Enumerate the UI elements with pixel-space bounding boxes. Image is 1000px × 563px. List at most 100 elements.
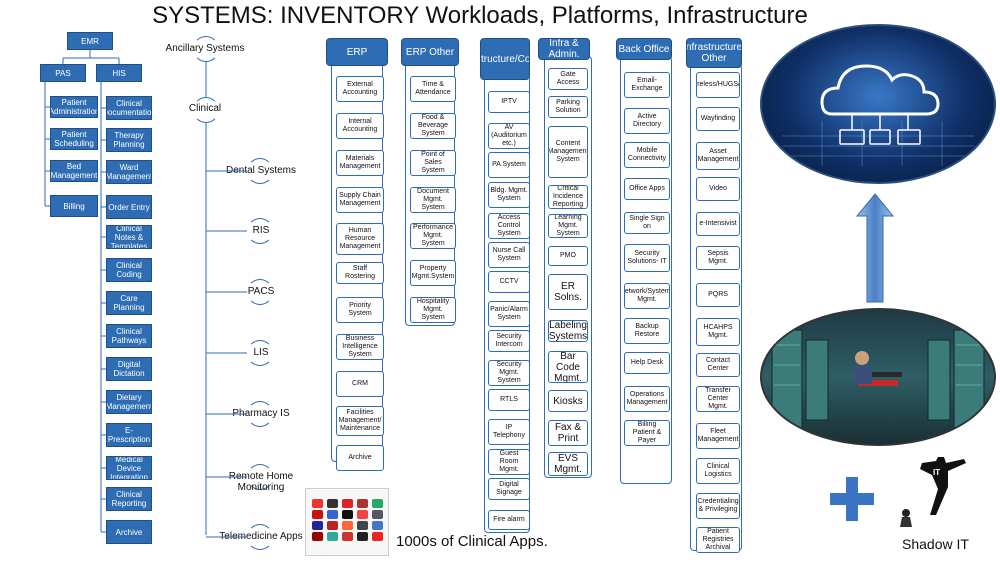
system-item-infra_admin: Learning Mgmt. System — [548, 214, 588, 238]
system-item-infra_other: Clinical Logistics — [696, 458, 740, 484]
his-item: Therapy Planning — [106, 128, 152, 152]
system-item-erp: Priority System — [336, 297, 384, 323]
system-item-back_office: Email-Exchange — [624, 72, 670, 98]
system-item-infra_comm: CCTV — [488, 271, 530, 293]
clinical-system-item: Pharmacy IS — [232, 408, 290, 419]
system-item-infra_comm: Digital Signage — [488, 478, 530, 500]
system-item-infra_comm: AV (Auditorium etc.) — [488, 123, 530, 149]
system-item-back_office: Network/Systems Mgmt. — [624, 283, 670, 309]
pas-item: Patient Scheduling — [50, 128, 98, 150]
emr-root: EMR — [67, 32, 113, 50]
system-item-infra_admin: ER Solns. — [548, 274, 588, 310]
system-item-erp_other: Performance Mgmt. System — [410, 223, 456, 249]
pas-item: Billing — [50, 195, 98, 217]
server-room-photo — [760, 308, 996, 446]
column-header-infra_admin: Infra & Admin. — [538, 38, 590, 60]
app-grid-thumbnail — [305, 488, 389, 556]
apps-caption: 1000s of Clinical Apps. — [396, 533, 548, 550]
system-item-infra_other: Credentialing & Privileging — [696, 493, 740, 519]
page-title: SYSTEMS: INVENTORY Workloads, Platforms,… — [152, 2, 808, 29]
his-item: Clinical Reporting — [106, 487, 152, 511]
his-item: Clinical Notes & Templates — [106, 225, 152, 249]
his-item: Ward Management — [106, 160, 152, 184]
his-item: Digital Dictation — [106, 357, 152, 381]
app-icon — [372, 532, 383, 541]
system-item-back_office: Billing Patient & Payer — [624, 420, 670, 446]
system-item-erp: Internal Accounting — [336, 113, 384, 139]
system-item-infra_admin: Bar Code Mgmt. — [548, 351, 588, 383]
clinical-item-arc — [247, 218, 273, 244]
system-item-infra_other: Sepsis Mgmt. — [696, 246, 740, 270]
app-icon — [327, 499, 338, 508]
system-item-infra_other: HCAHPS Mgmt. — [696, 318, 740, 346]
column-header-infra_comm: Infrastructure/Comm's — [480, 38, 530, 80]
his-item: Clinical Documentation — [106, 96, 152, 120]
system-item-erp: Facilities Management/ Maintenance — [336, 406, 384, 436]
system-item-erp: External Accounting — [336, 76, 384, 102]
system-item-infra_comm: Access Control System — [488, 213, 530, 239]
system-item-back_office: Active Directory — [624, 108, 670, 134]
app-icon — [327, 532, 338, 541]
system-item-back_office: Office Apps — [624, 178, 670, 200]
shadow-it-figure-icon: IT — [892, 453, 974, 533]
app-icon — [327, 521, 338, 530]
system-item-infra_other: Transfer Center Mgmt. — [696, 386, 740, 412]
system-item-erp: Staff Rostering — [336, 262, 384, 284]
column-header-infra_other: Infrastructure/ Other — [686, 38, 742, 68]
app-icon — [342, 510, 353, 519]
app-icon — [312, 521, 323, 530]
his-item: Dietary Management — [106, 390, 152, 414]
app-icon — [357, 521, 368, 530]
system-item-infra_comm: Nurse Call System — [488, 242, 530, 268]
his-item: Care Planning — [106, 291, 152, 315]
clinical-system-item: Telemedicine Apps — [219, 531, 303, 542]
his-item: Archive — [106, 520, 152, 544]
system-item-infra_admin: Labeling Systems — [548, 320, 588, 342]
his-node: HIS — [96, 64, 142, 82]
clinical-item-arc — [247, 464, 273, 490]
his-item: Clinical Pathways — [106, 324, 152, 348]
system-item-infra_other: Video — [696, 177, 740, 201]
system-item-infra_comm: RTLS — [488, 389, 530, 411]
system-item-infra_other: Asset Management — [696, 142, 740, 170]
cloud-datacenter-icon — [760, 24, 996, 184]
app-icon — [357, 532, 368, 541]
system-item-infra_comm: Security Mgmt. System — [488, 360, 530, 386]
system-item-infra_comm: Guest Room Mgmt. — [488, 449, 530, 475]
system-item-erp: Supply Chain Management — [336, 187, 384, 213]
clinical-system-item: Remote Home Monitoring — [228, 471, 294, 493]
clinical-system-item: RIS — [252, 225, 270, 236]
system-item-infra_other: e-Intensivist — [696, 212, 740, 236]
his-item: Order Entry — [106, 195, 152, 219]
ancillary-node-arc — [193, 36, 219, 62]
column-header-erp_other: ERP Other — [401, 38, 459, 66]
system-item-infra_comm: Panic/Alarm System — [488, 301, 530, 327]
clinical-system-item: PACS — [247, 286, 275, 297]
system-item-infra_admin: Content Management System — [548, 126, 588, 178]
system-item-infra_admin: PMO — [548, 246, 588, 266]
clinical-item-arc — [247, 279, 273, 305]
system-item-erp_other: Food & Beverage System — [410, 113, 456, 139]
system-item-erp_other: Hospitality Mgmt. System — [410, 297, 456, 323]
clinical-item-arc — [247, 340, 273, 366]
system-item-infra_other: Contact Center — [696, 353, 740, 377]
system-item-back_office: Security Solutions- IT — [624, 244, 670, 272]
system-item-infra_comm: Security Intercom — [488, 330, 530, 352]
pas-item: Patient Administration — [50, 96, 98, 118]
his-item: E-Prescription — [106, 423, 152, 447]
app-icon — [342, 532, 353, 541]
system-item-infra_admin: EVS Mgmt. — [548, 452, 588, 476]
system-item-infra_admin: Parking Solution — [548, 96, 588, 118]
clinical-item-arc — [247, 158, 273, 184]
system-item-infra_other: Wireless/HUGS/IR — [696, 72, 740, 98]
system-item-infra_other: Wayfinding — [696, 107, 740, 131]
app-icon — [342, 499, 353, 508]
system-item-back_office: Backup Restore — [624, 318, 670, 344]
app-icon — [312, 510, 323, 519]
system-item-erp: CRM — [336, 371, 384, 397]
system-item-infra_comm: IPTV — [488, 91, 530, 113]
system-item-erp_other: Property Mgmt.System — [410, 260, 456, 286]
system-item-erp: Materials Management — [336, 150, 384, 176]
clinical-node-arc — [193, 97, 219, 123]
clinical-item-arc — [247, 401, 273, 427]
